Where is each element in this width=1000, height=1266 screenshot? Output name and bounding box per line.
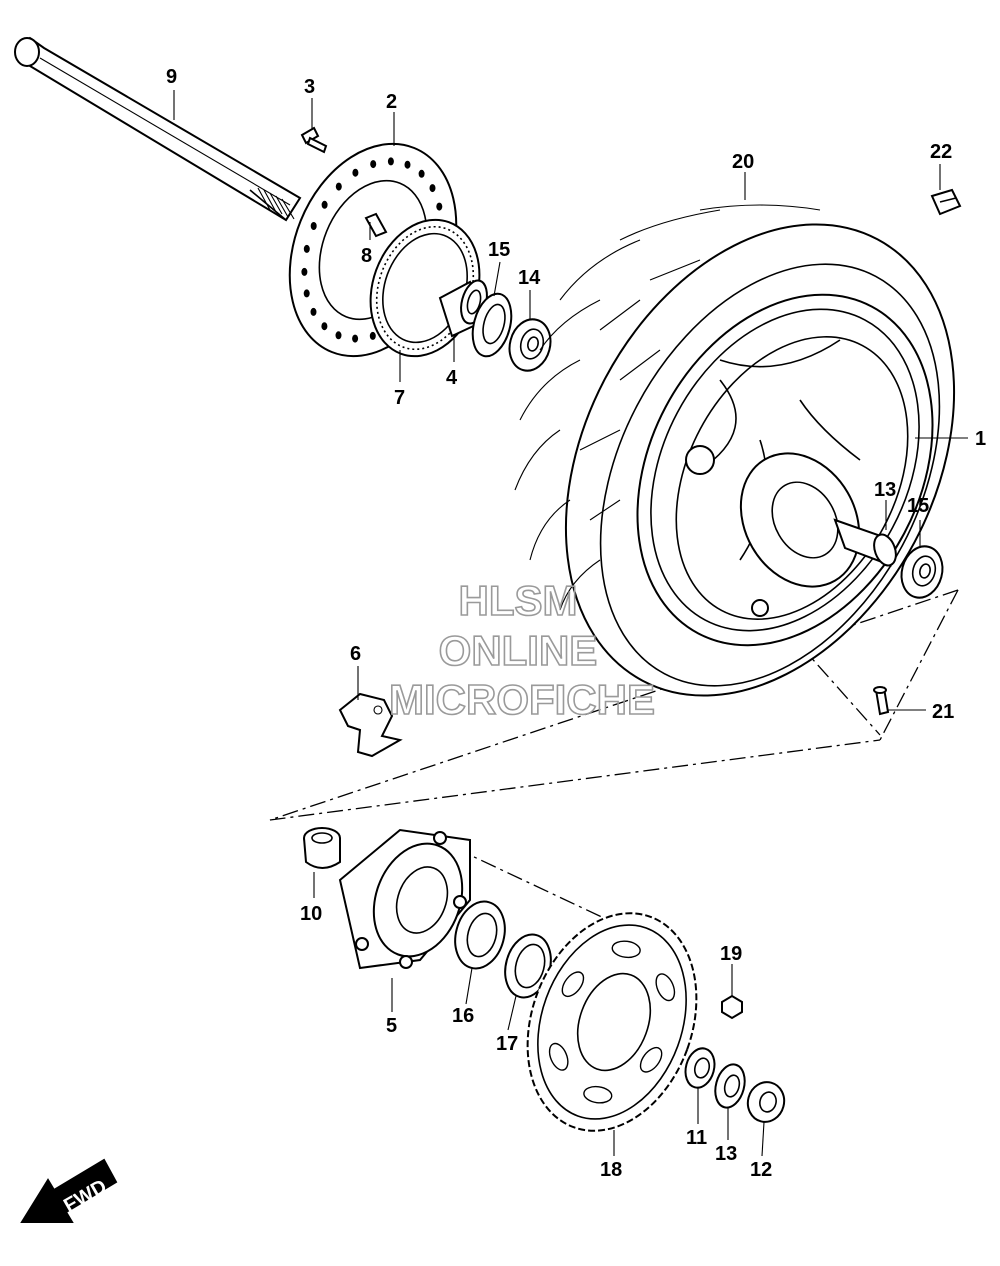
callout-17: 16 [452, 1005, 474, 1027]
callout-4: 4 [446, 367, 458, 389]
disc-hole [301, 267, 308, 276]
part-5-sprocket-carrier [338, 828, 471, 970]
watermark-line-1: HLSM [459, 577, 578, 624]
callout-15-lower: 15 [907, 495, 929, 517]
part-20-nut [721, 994, 743, 1020]
callout-10: 10 [300, 903, 322, 925]
callout-21: 20 [732, 151, 754, 173]
sprocket-slot [655, 973, 676, 1002]
disc-hole [303, 244, 310, 253]
watermark-line-2: ONLINE [439, 627, 598, 674]
sprocket-slot [611, 940, 641, 959]
callout-23: 22 [930, 141, 952, 163]
callout-7: 7 [394, 387, 405, 409]
disc-hole [352, 334, 359, 343]
part-18-seal [504, 933, 552, 999]
sprocket-slot [561, 971, 585, 998]
callout-1: 1 [975, 428, 986, 450]
part-11-washer [684, 1047, 716, 1089]
callout-16: 15 [488, 239, 510, 261]
callout-8: 8 [361, 245, 372, 267]
callout-5: 5 [386, 1015, 397, 1037]
disc-hole [370, 160, 377, 169]
watermark: HLSM ONLINE MICROFICHE [388, 576, 656, 724]
part-19-sprocket [526, 912, 698, 1132]
callout-12: 12 [750, 1159, 772, 1181]
disc-hole [352, 168, 359, 177]
part-6-bracket [338, 692, 403, 758]
callout-13: 13 [715, 1143, 737, 1165]
callout-9: 9 [166, 66, 177, 88]
disc-hole [404, 160, 411, 169]
part-14-spacer [833, 518, 897, 567]
part-3-bolt [300, 126, 328, 154]
callout-20: 19 [720, 943, 742, 965]
part-8-bolt [364, 212, 388, 238]
part-17-bearing [454, 900, 506, 970]
sprocket-slot [583, 1085, 613, 1104]
part-9-axle [14, 36, 302, 222]
part-22-valve [873, 686, 890, 716]
disc-hole [429, 184, 436, 193]
callout-15-upper: 14 [518, 267, 541, 289]
part-23-balance-weight [930, 188, 962, 216]
disc-hole [310, 222, 317, 230]
sprocket-slot [639, 1046, 663, 1073]
callout-14: 13 [874, 479, 896, 501]
sprocket-slot [548, 1042, 569, 1071]
callout-labels: 9 3 2 8 7 4 15 14 20 22 1 13 15 21 6 10 … [166, 66, 986, 1181]
disc-hole [369, 331, 376, 340]
callout-19: 18 [600, 1159, 622, 1181]
disc-hole [387, 157, 394, 166]
part-10-bushing [303, 827, 341, 869]
part-15-bearing-lower [900, 545, 944, 599]
disc-hole [335, 182, 342, 191]
part-15-bearing-upper [508, 318, 552, 372]
callout-11: 11 [686, 1127, 707, 1149]
part-16-seal [471, 292, 513, 358]
fwd-arrow: FWD [20, 1158, 118, 1223]
disc-hole [335, 331, 342, 340]
disc-hole [321, 322, 328, 331]
callout-6: 6 [350, 643, 361, 665]
callout-18: 17 [496, 1033, 518, 1055]
part-13-washer [714, 1063, 746, 1109]
disc-hole [303, 289, 310, 298]
disc-hole [321, 200, 328, 209]
callout-2: 2 [386, 91, 397, 113]
callout-3: 3 [304, 76, 315, 98]
leader-lines [173, 90, 968, 1157]
part-12-nut [746, 1081, 786, 1123]
part-1-wheel-rim [636, 293, 934, 647]
watermark-line-3: MICROFICHE [389, 676, 655, 723]
disc-hole [436, 202, 443, 211]
disc-hole [418, 169, 425, 178]
disc-hole [310, 307, 317, 316]
callout-22: 21 [932, 701, 954, 723]
